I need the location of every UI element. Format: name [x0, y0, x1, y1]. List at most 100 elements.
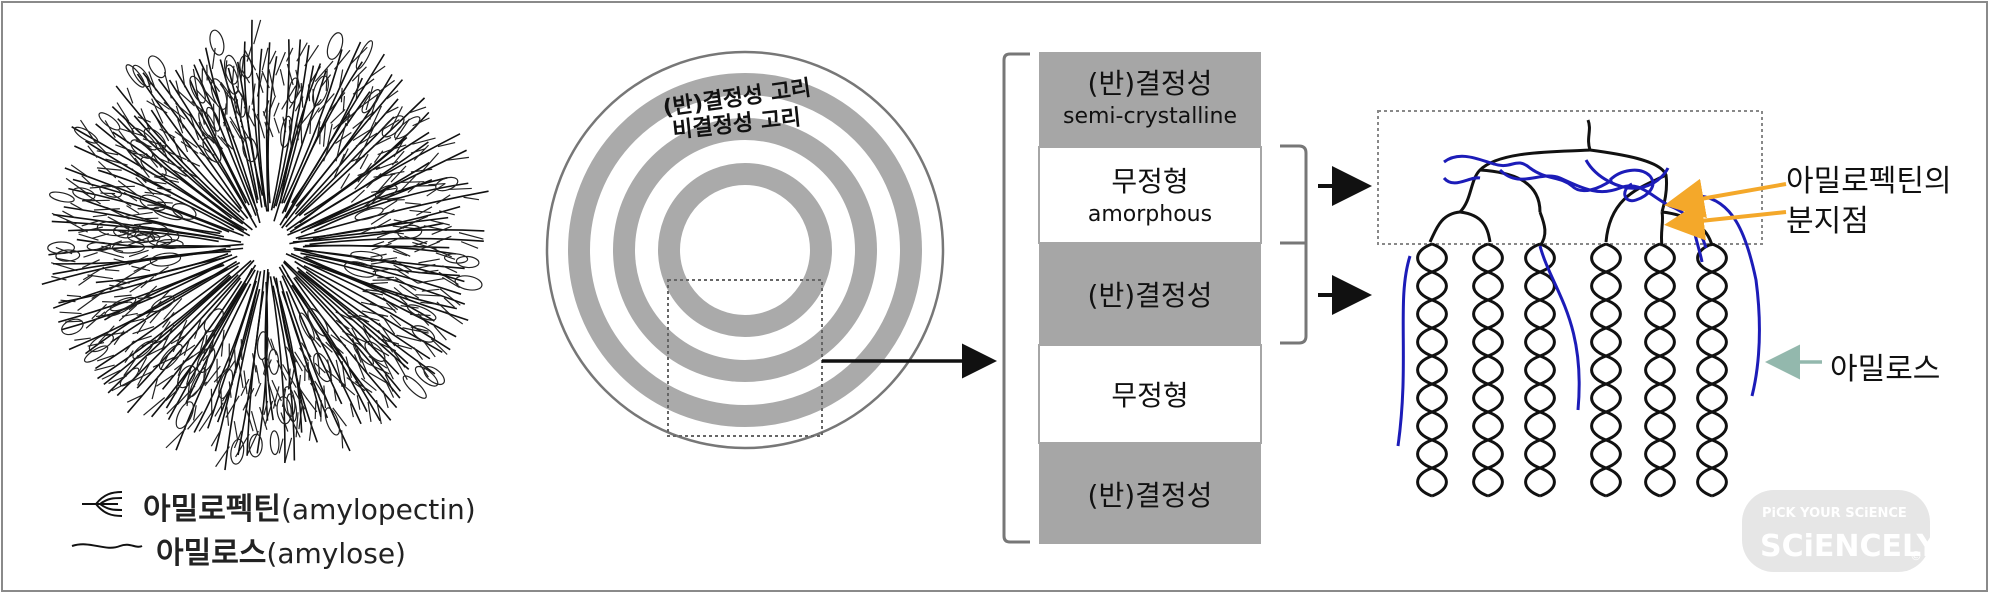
molecule-detail — [1377, 110, 1822, 498]
amylopectin-branch — [438, 210, 455, 216]
helix-cluster — [443, 253, 469, 264]
amylopectin-branch — [233, 347, 237, 373]
helix-cluster — [140, 156, 167, 178]
amylopectin-branch — [114, 294, 132, 298]
amylopectin-branch — [82, 266, 105, 281]
amylopectin-branch — [389, 246, 411, 257]
helix-cluster — [353, 342, 374, 366]
amylopectin-branch — [369, 105, 383, 131]
amylopectin-branch — [384, 106, 399, 115]
amylopectin-branch — [370, 253, 387, 258]
double-helices — [1416, 242, 1728, 498]
amylopectin-branch — [323, 144, 330, 162]
amylopectin-chain — [279, 53, 385, 226]
amylopectin-branch — [304, 44, 320, 67]
helix-cluster — [175, 401, 194, 430]
amylopectin-branch — [323, 385, 327, 409]
amylopectin-branch — [393, 140, 404, 158]
amylopectin-branch — [241, 70, 251, 84]
double-helix-strand — [1524, 242, 1556, 498]
helix-cluster — [455, 255, 480, 269]
amylopectin-branch — [66, 294, 82, 298]
amylopectin-branch — [123, 191, 138, 202]
amylopectin-branch — [272, 386, 280, 409]
amylopectin-branch — [460, 241, 479, 249]
helix-cluster — [312, 75, 330, 106]
amylopectin-branch — [126, 394, 143, 403]
amylopectin-branch — [352, 127, 373, 142]
amylopectin-branch — [309, 382, 320, 396]
amylopectin-branch — [370, 65, 386, 77]
amylopectin-branch — [285, 346, 297, 363]
amylopectin-branch — [198, 121, 204, 137]
amylopectin-branch — [51, 275, 67, 281]
amylopectin-branch — [222, 121, 235, 138]
amylopectin-branch — [305, 397, 318, 413]
amylopectin-branch — [98, 249, 125, 259]
helix-cluster — [137, 222, 169, 238]
amylopectin-chain — [283, 260, 400, 375]
amylopectin-branch — [386, 90, 399, 100]
amylopectin-branch — [421, 288, 440, 292]
amylopectin-branch — [92, 214, 108, 218]
amylopectin-branch — [268, 50, 277, 65]
helix-cluster — [402, 375, 427, 399]
helix-cluster — [354, 207, 384, 221]
amylopectin-branch — [164, 149, 187, 161]
amylopectin-chain — [267, 56, 278, 204]
amylopectin-branch — [295, 412, 299, 438]
amylopectin-branch — [187, 411, 203, 430]
amylopectin-chain — [95, 252, 229, 284]
helix-cluster — [397, 224, 423, 239]
amylopectin-branch — [373, 218, 392, 230]
helix-cluster — [104, 301, 133, 317]
band4-label: 무정형 — [1111, 379, 1189, 412]
amylopectin-branch — [116, 102, 130, 122]
amylopectin-branch — [273, 102, 280, 117]
helix-cluster — [248, 433, 263, 458]
helix-cluster — [202, 137, 222, 163]
helix-cluster — [269, 430, 280, 456]
amylopectin-branch — [128, 151, 145, 156]
amylopectin-branch — [410, 168, 433, 173]
helix-cluster — [411, 325, 436, 343]
granule-outline — [545, 50, 945, 450]
amylopectin-branch — [295, 69, 301, 89]
amylopectin-branch — [332, 407, 347, 427]
amylopectin-branch — [151, 376, 159, 400]
amylopectin-branch — [353, 354, 366, 380]
amylopectin-branch — [118, 304, 138, 322]
amylopectin-chain — [279, 63, 322, 204]
amylopectin-branch — [186, 159, 201, 167]
amylopectin-branch — [137, 116, 151, 123]
amylopectin-branch — [430, 338, 448, 355]
amylopectin-branch — [326, 123, 333, 149]
amylose-legend-icon — [71, 543, 143, 549]
amylopectin-branch — [133, 259, 158, 273]
amylopectin-branch — [341, 148, 349, 163]
amylopectin-branch — [254, 382, 262, 397]
amylopectin-branch — [124, 340, 135, 353]
amylopectin-branch — [204, 344, 212, 369]
band2-title: 무정형 — [1111, 165, 1189, 198]
amylopectin-chain — [97, 169, 235, 231]
amylopectin-branch — [239, 98, 243, 123]
amylopectin-branch — [328, 340, 344, 354]
amylopectin-branch — [226, 406, 230, 426]
amylopectin-branch — [293, 390, 306, 410]
amylopectin-branch — [357, 162, 373, 183]
double-helix-strand — [1416, 242, 1448, 498]
amylopectin-branch — [98, 160, 117, 179]
helix-cluster — [111, 241, 146, 254]
amylopectin-branch — [195, 88, 212, 106]
amylopectin-branch — [342, 330, 368, 344]
amylopectin-branch — [77, 294, 100, 311]
amylopectin-branch — [463, 196, 480, 201]
amylopectin-branch — [360, 301, 377, 307]
amylopectin-branch — [330, 109, 346, 124]
amylopectin-branch — [240, 125, 252, 143]
amylopectin-branch — [82, 259, 100, 269]
amylopectin-branch — [408, 106, 427, 114]
growth-rings — [545, 50, 997, 450]
amylopectin-branch — [335, 132, 352, 145]
